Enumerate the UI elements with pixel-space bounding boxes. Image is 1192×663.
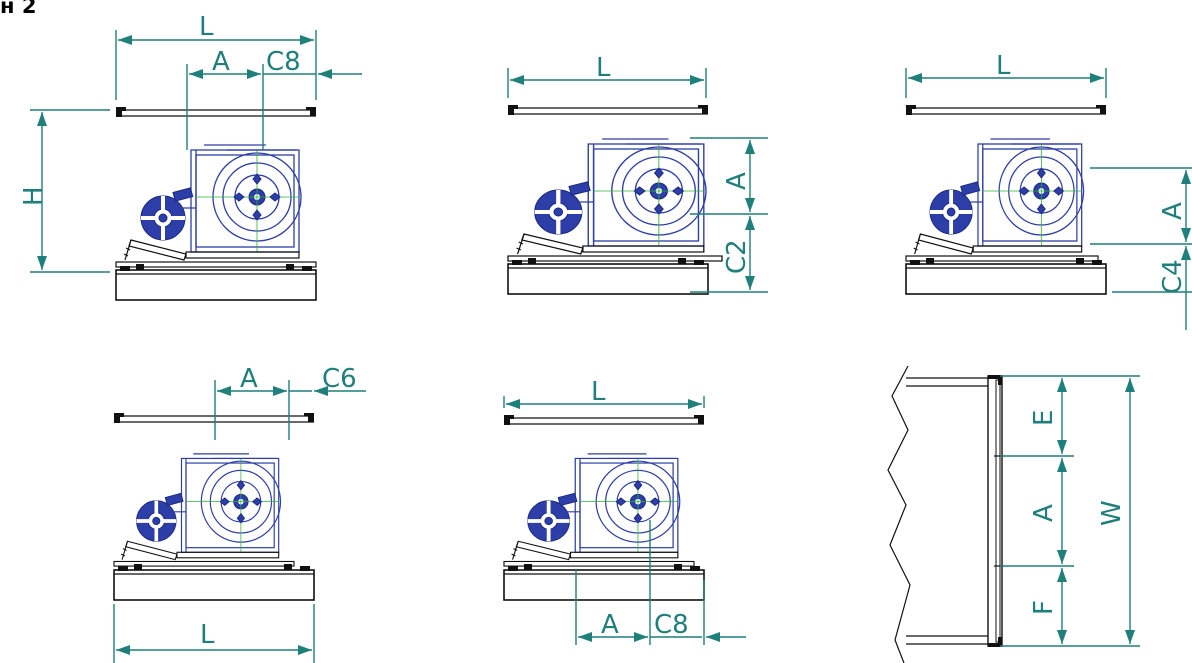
v6-label-A: A: [1029, 504, 1059, 522]
v3-label-C4: C4: [1158, 259, 1188, 294]
v4-label-A: A: [240, 364, 258, 394]
v5-label-C8: C8: [654, 610, 689, 640]
view-4: [112, 380, 366, 663]
v2-label-L: L: [596, 53, 611, 83]
v2-label-C2: C2: [722, 239, 752, 274]
v1-label-H: H: [19, 186, 49, 206]
v1-label-L: L: [199, 12, 214, 42]
view-2: [508, 68, 768, 295]
v2-label-A: A: [722, 172, 752, 190]
v5-label-L: L: [591, 377, 606, 407]
v3-label-A: A: [1158, 202, 1188, 220]
view-1: [30, 30, 362, 301]
v4-label-L: L: [200, 620, 215, 650]
v6-label-F: F: [1029, 600, 1059, 615]
view-5: [502, 396, 746, 645]
view-6: [887, 365, 1140, 663]
v5-label-A: A: [601, 610, 619, 640]
v1-label-A: A: [212, 47, 230, 77]
v4-label-C6: C6: [322, 364, 357, 394]
v6-label-E: E: [1029, 410, 1059, 426]
v6-label-W: W: [1097, 500, 1127, 526]
v1-label-C8: C8: [266, 47, 301, 77]
v3-label-L: L: [996, 51, 1011, 81]
page-title: н 2: [0, 0, 37, 18]
view-3: [904, 68, 1192, 330]
